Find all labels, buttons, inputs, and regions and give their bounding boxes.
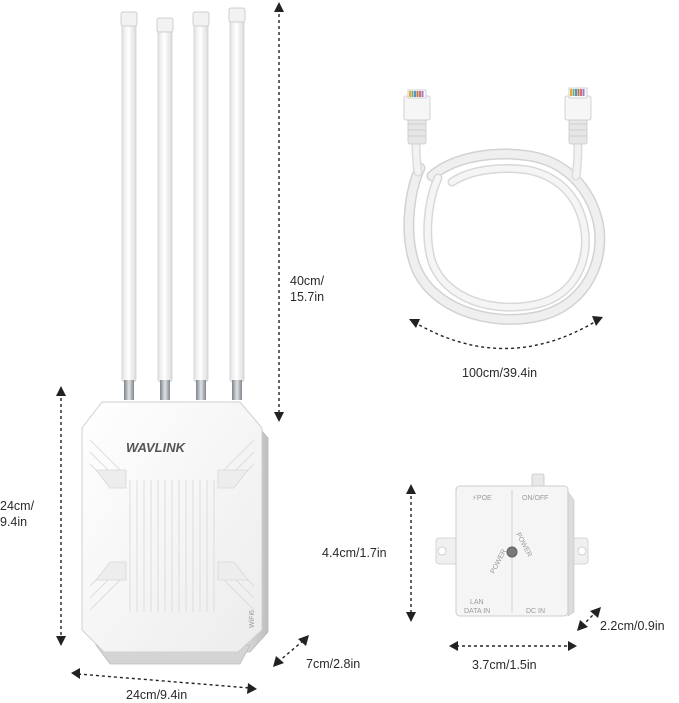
rj45-right-pins bbox=[570, 89, 585, 96]
rj45-left-pins bbox=[409, 91, 424, 97]
dimension-router-height bbox=[56, 386, 66, 646]
router-wifi6-badge: WiFi6 bbox=[249, 610, 256, 628]
dimension-injector-width bbox=[449, 641, 577, 651]
poe-injector: ⚡POE ON/OFF POWER POWER LAN DATA IN DC I… bbox=[435, 473, 589, 617]
dimension-injector-depth bbox=[577, 607, 601, 631]
antenna-2 bbox=[156, 17, 174, 400]
injector-height-label: 4.4cm/1.7in bbox=[322, 546, 387, 560]
power-led bbox=[506, 546, 518, 558]
router-width-label: 24cm/9.4in bbox=[126, 688, 187, 702]
dimension-router-depth bbox=[273, 635, 309, 667]
dimension-cable-length bbox=[409, 316, 603, 350]
antenna-height-label-line2: 15.7in bbox=[290, 290, 324, 304]
router-depth-label: 7cm/2.8in bbox=[306, 657, 360, 671]
lan-label-line1: LAN bbox=[470, 599, 484, 606]
dimension-antenna-height bbox=[274, 2, 284, 422]
router-height-label-line1: 24cm/ bbox=[0, 499, 35, 513]
antenna-group bbox=[120, 7, 246, 400]
router: WAVLINK WiFi6 bbox=[81, 7, 269, 665]
router-brand-logo: WAVLINK bbox=[126, 440, 187, 455]
ethernet-cable bbox=[403, 87, 606, 325]
onoff-label: ON/OFF bbox=[522, 495, 548, 502]
router-front-recesses bbox=[95, 469, 249, 581]
injector-depth-label: 2.2cm/0.9in bbox=[600, 619, 665, 633]
injector-width-label: 3.7cm/1.5in bbox=[472, 658, 537, 672]
antenna-height-label-line1: 40cm/ bbox=[290, 274, 325, 288]
antenna-1 bbox=[120, 11, 138, 400]
rj45-plug-left bbox=[403, 89, 431, 145]
dimension-injector-height bbox=[406, 484, 416, 622]
cable-loop-inner-highlight bbox=[424, 165, 589, 310]
cable-loop bbox=[404, 150, 604, 324]
dimension-router-width bbox=[71, 668, 257, 694]
rj45-plug-right bbox=[564, 87, 592, 145]
lan-label-line2: DATA IN bbox=[464, 608, 490, 615]
dc-label: DC IN bbox=[526, 608, 545, 615]
cable-length-label: 100cm/39.4in bbox=[462, 366, 537, 380]
router-height-label-line2: 9.4in bbox=[0, 515, 27, 529]
poe-label: ⚡POE bbox=[472, 494, 492, 502]
antenna-4 bbox=[228, 7, 246, 400]
antenna-3 bbox=[192, 11, 210, 400]
